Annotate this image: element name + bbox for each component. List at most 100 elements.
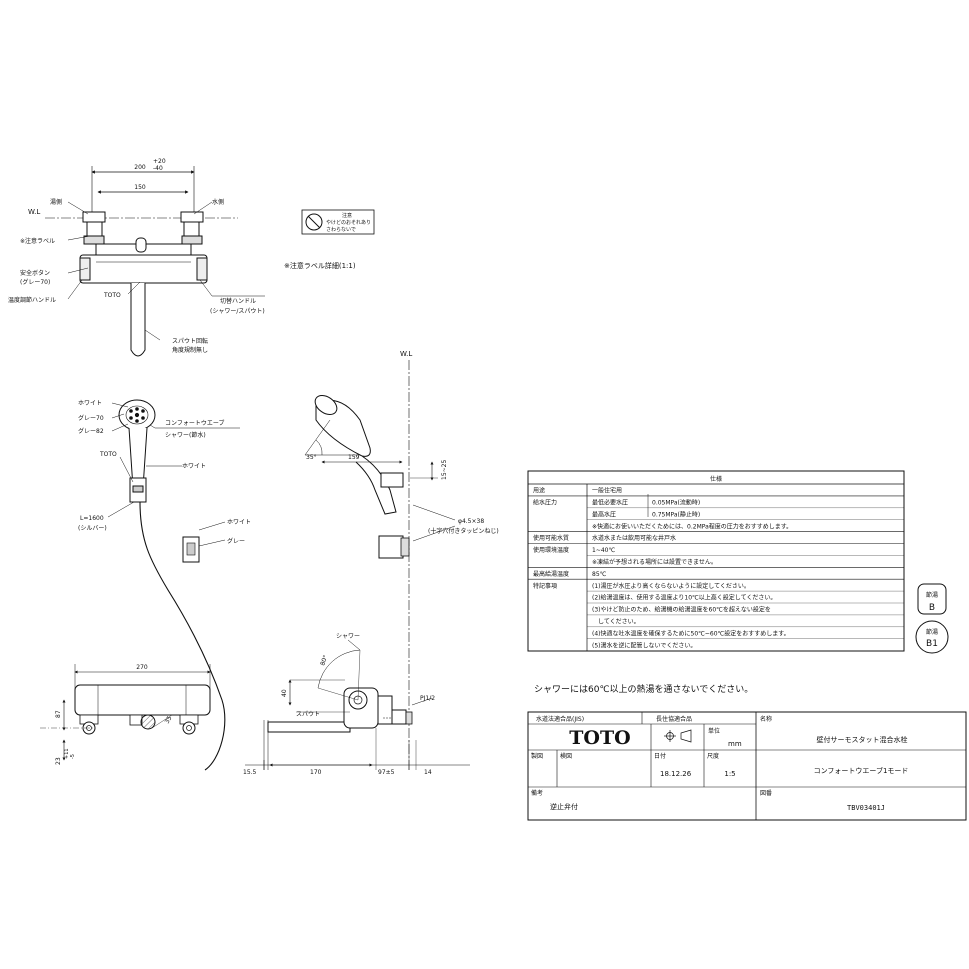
spout-label: スパウト bbox=[296, 710, 320, 718]
scale-value: 1:5 bbox=[724, 770, 735, 778]
spout-view bbox=[245, 639, 470, 770]
callout-grip-white: ホワイト bbox=[182, 463, 206, 470]
angle-35: 35° bbox=[306, 454, 317, 461]
dim-159: 159 bbox=[348, 454, 360, 461]
spec-row-label: 使用可能水質 bbox=[533, 534, 569, 542]
callout-head-gray70: グレー70 bbox=[78, 414, 104, 422]
dim-200: 200 bbox=[134, 164, 146, 171]
spec-row-value: (2)給湯温度は、使用する温度より10℃以上高く設定してください。 bbox=[592, 594, 776, 602]
badge-b-top: 節湯 bbox=[926, 591, 938, 599]
side-view-labels: W.L 35° 159 15~25 φ4.5×38 (十字穴付きタッピンねじ) bbox=[306, 350, 499, 535]
badge-b1: 節湯 B1 bbox=[915, 620, 949, 654]
caution-label-detail: 注意 やけどのおそれあり さわらないで ※注意ラベル詳細(1:1) bbox=[284, 209, 375, 270]
dim-87: 87 bbox=[55, 710, 62, 718]
badge-b-bottom: B bbox=[929, 603, 935, 613]
spec-row-value: ※凍結が予想される場所には設置できません。 bbox=[592, 558, 717, 566]
spec-row-sublabel: 最高水圧 bbox=[592, 510, 616, 518]
name-label: 名称 bbox=[760, 715, 772, 723]
callout-switch-handle-sub: (シャワー/スパウト) bbox=[210, 307, 265, 315]
top-view bbox=[45, 166, 265, 357]
spec-row: してください。 bbox=[587, 619, 904, 627]
shower-head-labels: ホワイト グレー70 グレー82 コンフォートウエーブ シャワー(節水) TOT… bbox=[78, 400, 224, 532]
spout-note-1: スパウト回転 bbox=[172, 337, 208, 345]
toto-logo: TOTO bbox=[569, 727, 630, 749]
callout-cold-side: 水側 bbox=[212, 198, 224, 206]
spec-row: (5)湯水を逆に配管しないでください。 bbox=[592, 641, 696, 649]
spec-row-label: 特記事項 bbox=[533, 582, 557, 590]
remarks-value: 逆止弁付 bbox=[550, 802, 578, 811]
dim-14: 14 bbox=[424, 769, 432, 776]
badge-b1-bottom: B1 bbox=[926, 639, 938, 649]
hose-length: L=1600 bbox=[80, 515, 104, 522]
spec-row: (4)快適な吐水温度を確保するために50℃~60℃設定をおすすめします。 bbox=[587, 629, 904, 639]
caution-label-caption: ※注意ラベル詳細(1:1) bbox=[284, 261, 356, 270]
dim-15-5: 15.5 bbox=[243, 769, 257, 776]
spec-row: ※凍結が予想される場所には設置できません。 bbox=[528, 558, 904, 568]
callout-holder-white: ホワイト bbox=[227, 519, 251, 526]
title-block bbox=[527, 711, 967, 821]
spec-row-value: してください。 bbox=[592, 619, 640, 626]
spec-row: 特記事項 (1)湯圧が水圧より高くならないように設定してください。 bbox=[533, 582, 904, 592]
spec-row-value: ※快適にお使いいただくためには、0.2MPa程度の圧力をおすすめします。 bbox=[592, 522, 792, 530]
callout-grip-toto: TOTO bbox=[99, 451, 117, 458]
made-label: 製図 bbox=[531, 752, 543, 760]
dim-35: 35 bbox=[164, 715, 174, 725]
front-view-labels: 270 87 23 +11 -5 35 bbox=[55, 664, 174, 765]
caution-label-line1: 注意 bbox=[342, 212, 352, 219]
spec-row-value: 一般住宅用 bbox=[592, 487, 622, 495]
wl-label-side: W.L bbox=[400, 350, 412, 358]
pj-label: PJ1/2 bbox=[420, 695, 435, 702]
callout-temp-handle: 温度調節ハンドル bbox=[8, 296, 56, 304]
longlife-label: 長住協適合品 bbox=[656, 715, 692, 723]
title-block-text: 水道法適合品(JIS) 長住協適合品 TOTO 単位 mm 名称 壁付サーモスタ… bbox=[531, 715, 908, 812]
front-view bbox=[40, 664, 211, 761]
spec-table-title: 仕様 bbox=[710, 475, 722, 483]
jis-label: 水道法適合品(JIS) bbox=[536, 715, 584, 723]
spec-row-value: 水道水または飲用可能な井戸水 bbox=[592, 534, 676, 542]
dim-40: 40 bbox=[281, 689, 288, 697]
check-label: 検図 bbox=[560, 752, 572, 760]
spec-row-value: (4)快適な吐水温度を確保するために50℃~60℃設定をおすすめします。 bbox=[592, 629, 790, 637]
unit-value: mm bbox=[728, 740, 742, 748]
badge-b: 節湯 B bbox=[917, 583, 947, 615]
screw-type: (十字穴付きタッピンねじ) bbox=[428, 527, 499, 535]
dim-97: 97±5 bbox=[378, 769, 395, 776]
drawing-no-label: 図番 bbox=[760, 790, 772, 797]
callout-hot-side: 湯側 bbox=[50, 198, 62, 206]
callout-switch-handle: 切替ハンドル bbox=[220, 297, 256, 305]
spec-row-value: 85℃ bbox=[592, 571, 607, 578]
date-label: 日付 bbox=[654, 752, 666, 760]
dim-200-tol-upper: +20 bbox=[153, 158, 166, 165]
spec-row: 使用可能水質 水道水または飲用可能な井戸水 bbox=[528, 534, 904, 544]
hose-color: (シルバー) bbox=[78, 525, 107, 532]
spec-row-label: 使用環境温度 bbox=[533, 546, 569, 554]
spec-row: 最高給湯温度 85℃ bbox=[528, 570, 904, 580]
dim-270: 270 bbox=[136, 664, 148, 671]
product-model: コンフォートウエーブ1モード bbox=[814, 766, 909, 775]
dim-15-25: 15~25 bbox=[441, 460, 448, 480]
product-name: 壁付サーモスタット混合水栓 bbox=[817, 735, 908, 744]
date-value: 18.12.26 bbox=[660, 770, 692, 778]
scale-label: 尺度 bbox=[707, 752, 719, 760]
spec-row: (3)やけど防止のため、給湯機の給湯温度を60℃を超えない設定を bbox=[587, 606, 904, 616]
dim-150: 150 bbox=[134, 184, 146, 191]
spec-row: 用途 一般住宅用 bbox=[528, 487, 904, 497]
dim-200-tol-lower: -40 bbox=[153, 165, 163, 172]
shower-label: シャワー bbox=[336, 633, 360, 640]
spec-row-label: 用途 bbox=[533, 487, 545, 495]
spec-row: ※快適にお使いいただくためには、0.2MPa程度の圧力をおすすめします。 bbox=[528, 522, 904, 532]
side-view bbox=[304, 360, 456, 770]
spec-row-value: (1)湯圧が水圧より高くならないように設定してください。 bbox=[592, 582, 750, 590]
top-view-labels: 200 +20 -40 150 W.L 湯側 ※注意ラベル 安全ボタン (グレー… bbox=[8, 158, 265, 354]
dim-23: 23 bbox=[55, 757, 62, 765]
shower-name-2: シャワー(節水) bbox=[165, 431, 206, 439]
dim-23-tol-upper: +11 bbox=[64, 748, 70, 759]
callout-toto-mark: TOTO bbox=[103, 292, 121, 299]
spec-row-label: 給水圧力 bbox=[533, 499, 557, 507]
callout-holder-gray: グレー bbox=[227, 537, 245, 545]
shower-hot-water-note: シャワーには60℃以上の熱湯を通さないでください。 bbox=[534, 683, 753, 695]
spec-row-sublabel: 最低必要水圧 bbox=[592, 499, 628, 507]
spec-row-label: 最高給湯温度 bbox=[533, 570, 569, 578]
